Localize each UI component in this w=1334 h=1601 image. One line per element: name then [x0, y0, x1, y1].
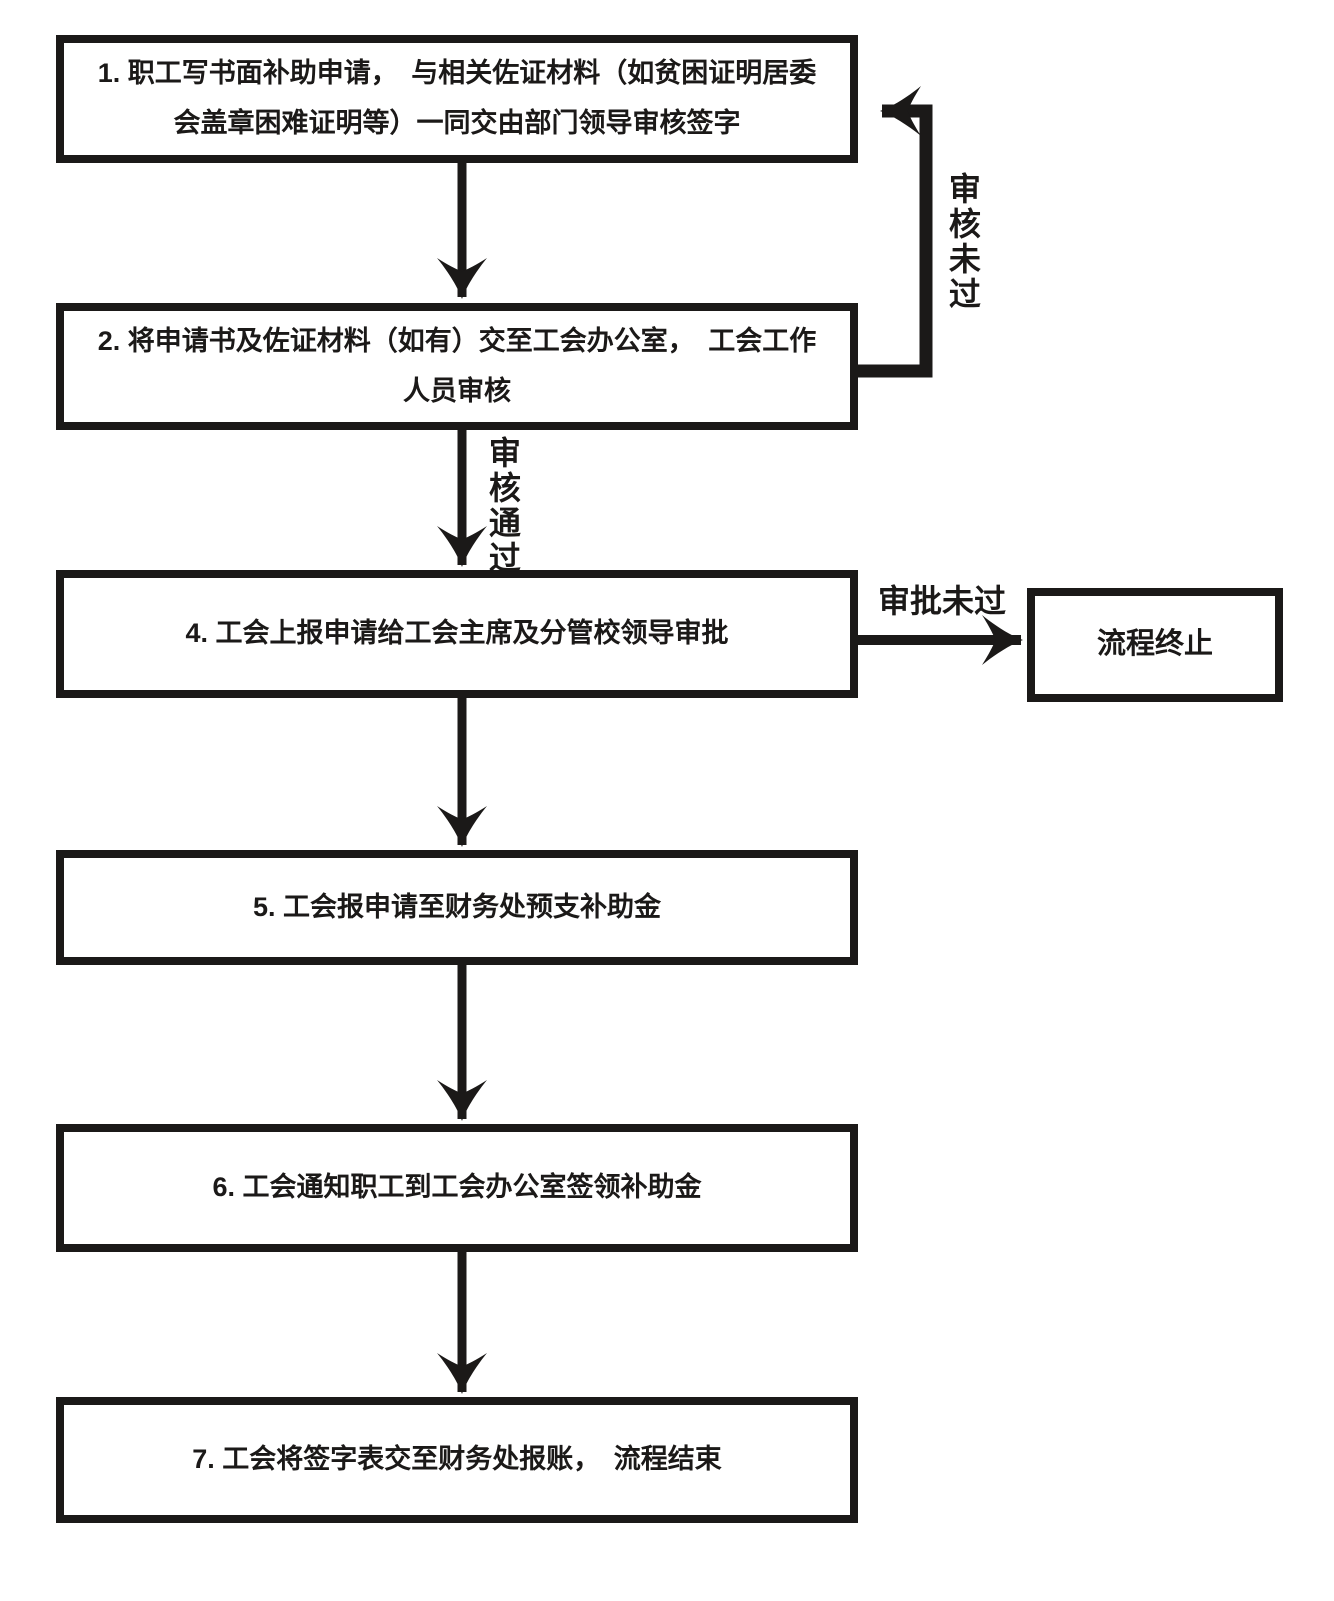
flow-step-4-label: 4. 工会上报申请给工会主席及分管校领导审批 — [185, 618, 729, 649]
flow-step-1: 1. 职工写书面补助申请， 与相关佐证材料（如贫困证明居委 会盖章困难证明等）一… — [56, 35, 858, 163]
flow-step-5-label: 5. 工会报申请至财务处预支补助金 — [252, 891, 662, 922]
flow-step-7: 7. 工会将签字表交至财务处报账， 流程结束 — [56, 1397, 858, 1523]
flow-step-2: 2. 将申请书及佐证材料（如有）交至工会办公室， 工会工作 人员审核 — [56, 303, 858, 430]
flow-step-2-label: 2. 将申请书及佐证材料（如有）交至工会办公室， 工会工作 人员审核 — [97, 325, 817, 406]
edge-label-review-failed: 审核未过 — [944, 172, 981, 312]
flow-step-7-label: 7. 工会将签字表交至财务处报账， 流程结束 — [192, 1444, 722, 1475]
flow-step-4: 4. 工会上报申请给工会主席及分管校领导审批 — [56, 570, 858, 698]
arrow-review-failed-loop — [858, 86, 933, 378]
flow-step-6: 6. 工会通知职工到工会办公室签领补助金 — [56, 1124, 858, 1252]
flow-terminate: 流程终止 — [1027, 588, 1283, 702]
flow-step-1-label: 1. 职工写书面补助申请， 与相关佐证材料（如贫困证明居委 会盖章困难证明等）一… — [97, 58, 817, 138]
edge-label-review-passed: 审核通过 — [484, 436, 521, 576]
flow-step-6-label: 6. 工会通知职工到工会办公室签领补助金 — [212, 1172, 702, 1203]
edge-label-approval-failed: 审批未过 — [877, 583, 1006, 619]
flow-terminate-label: 流程终止 — [1096, 628, 1213, 661]
flow-step-5: 5. 工会报申请至财务处预支补助金 — [56, 850, 858, 965]
